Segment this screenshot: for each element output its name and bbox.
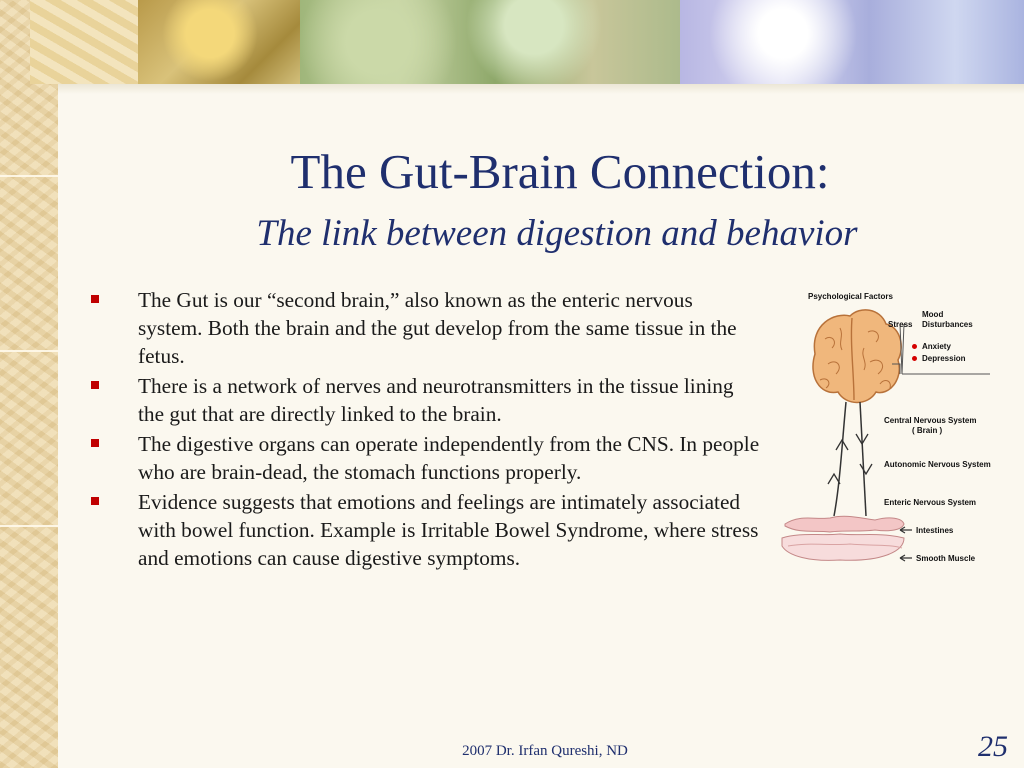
brain-icon	[812, 309, 902, 404]
gut-brain-diagram: Psychological Factors Stress Mood Distur…	[780, 284, 1020, 576]
label-depression: Depression	[922, 354, 966, 363]
bullet-list: The Gut is our “second brain,” also know…	[90, 286, 760, 574]
top-decorative-banner	[30, 0, 1024, 84]
square-bullet-icon	[91, 295, 99, 303]
bullet-text: The Gut is our “second brain,” also know…	[138, 288, 737, 368]
label-mood-disturbances: Mood Disturbances	[922, 310, 973, 329]
label-enteric-nervous-system: Enteric Nervous System	[884, 498, 977, 507]
bullet-text: Evidence suggests that emotions and feel…	[138, 490, 759, 570]
intestine-icon	[781, 515, 905, 561]
slide-number: 25	[978, 730, 1008, 763]
red-dot-icon	[912, 344, 917, 349]
bullet-text: The digestive organs can operate indepen…	[138, 432, 760, 484]
square-bullet-icon	[91, 497, 99, 505]
banner-shadow	[58, 84, 1024, 94]
banner-segment	[138, 0, 318, 84]
tile-divider	[0, 525, 58, 527]
tile-divider	[0, 175, 58, 177]
tile-divider	[0, 350, 58, 352]
diagram-graphic	[781, 309, 990, 562]
label-stress: Stress	[888, 320, 913, 329]
slide-subtitle: The link between digestion and behavior	[256, 213, 858, 254]
banner-segment	[680, 0, 1024, 84]
label-anxiety: Anxiety	[922, 342, 951, 351]
bullet-item: The digestive organs can operate indepen…	[90, 430, 760, 486]
label-smooth-muscle: Smooth Muscle	[916, 554, 976, 563]
bullet-item: There is a network of nerves and neurotr…	[90, 372, 760, 428]
label-brain: ( Brain )	[912, 426, 943, 435]
bullet-item: The Gut is our “second brain,” also know…	[90, 286, 760, 370]
red-dot-icon	[912, 356, 917, 361]
label-intestines: Intestines	[916, 526, 954, 535]
bullet-text: There is a network of nerves and neurotr…	[138, 374, 734, 426]
banner-segment	[300, 0, 690, 84]
label-central-nervous-system: Central Nervous System	[884, 416, 977, 425]
square-bullet-icon	[91, 439, 99, 447]
bullet-item: Evidence suggests that emotions and feel…	[90, 488, 760, 572]
slide-title: The Gut-Brain Connection:	[290, 144, 830, 199]
label-autonomic-nervous-system: Autonomic Nervous System	[884, 460, 991, 469]
footer-credit: 2007 Dr. Irfan Qureshi, ND	[462, 743, 628, 759]
label-psychological-factors: Psychological Factors	[808, 292, 893, 301]
left-decorative-strip	[0, 0, 58, 768]
square-bullet-icon	[91, 381, 99, 389]
